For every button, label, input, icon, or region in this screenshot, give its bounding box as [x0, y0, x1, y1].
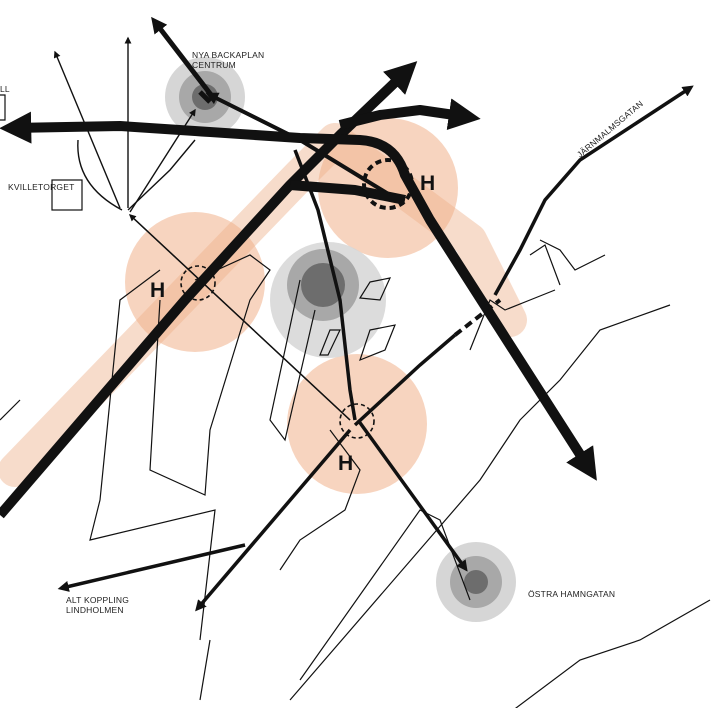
label-alt-koppling-1: ALT KOPPLING — [66, 595, 129, 605]
node-ostra-hamngatan — [436, 542, 516, 622]
hub-ring-south — [339, 403, 375, 439]
label-kvilletorget: KVILLETORGET — [8, 182, 75, 192]
hub-label-north: H — [420, 172, 435, 195]
hub-label-south: H — [338, 452, 353, 475]
label-alt-koppling-2: LINDHOLMEN — [66, 605, 124, 615]
label-ostra-hamngatan: ÖSTRA HAMNGATAN — [528, 589, 615, 599]
hub-ring-north — [362, 158, 414, 210]
hub-ring-west — [180, 265, 216, 301]
label-jarnmalmsgatan: JÄRNMALMSGATAN — [575, 98, 645, 159]
hub-label-west: H — [150, 279, 165, 302]
label-cropped: LL — [0, 84, 10, 94]
main-routes — [0, 61, 597, 519]
label-nya-backaplan-2: CENTRUM — [192, 60, 236, 70]
label-nya-backaplan-1: NYA BACKAPLAN — [192, 50, 264, 60]
